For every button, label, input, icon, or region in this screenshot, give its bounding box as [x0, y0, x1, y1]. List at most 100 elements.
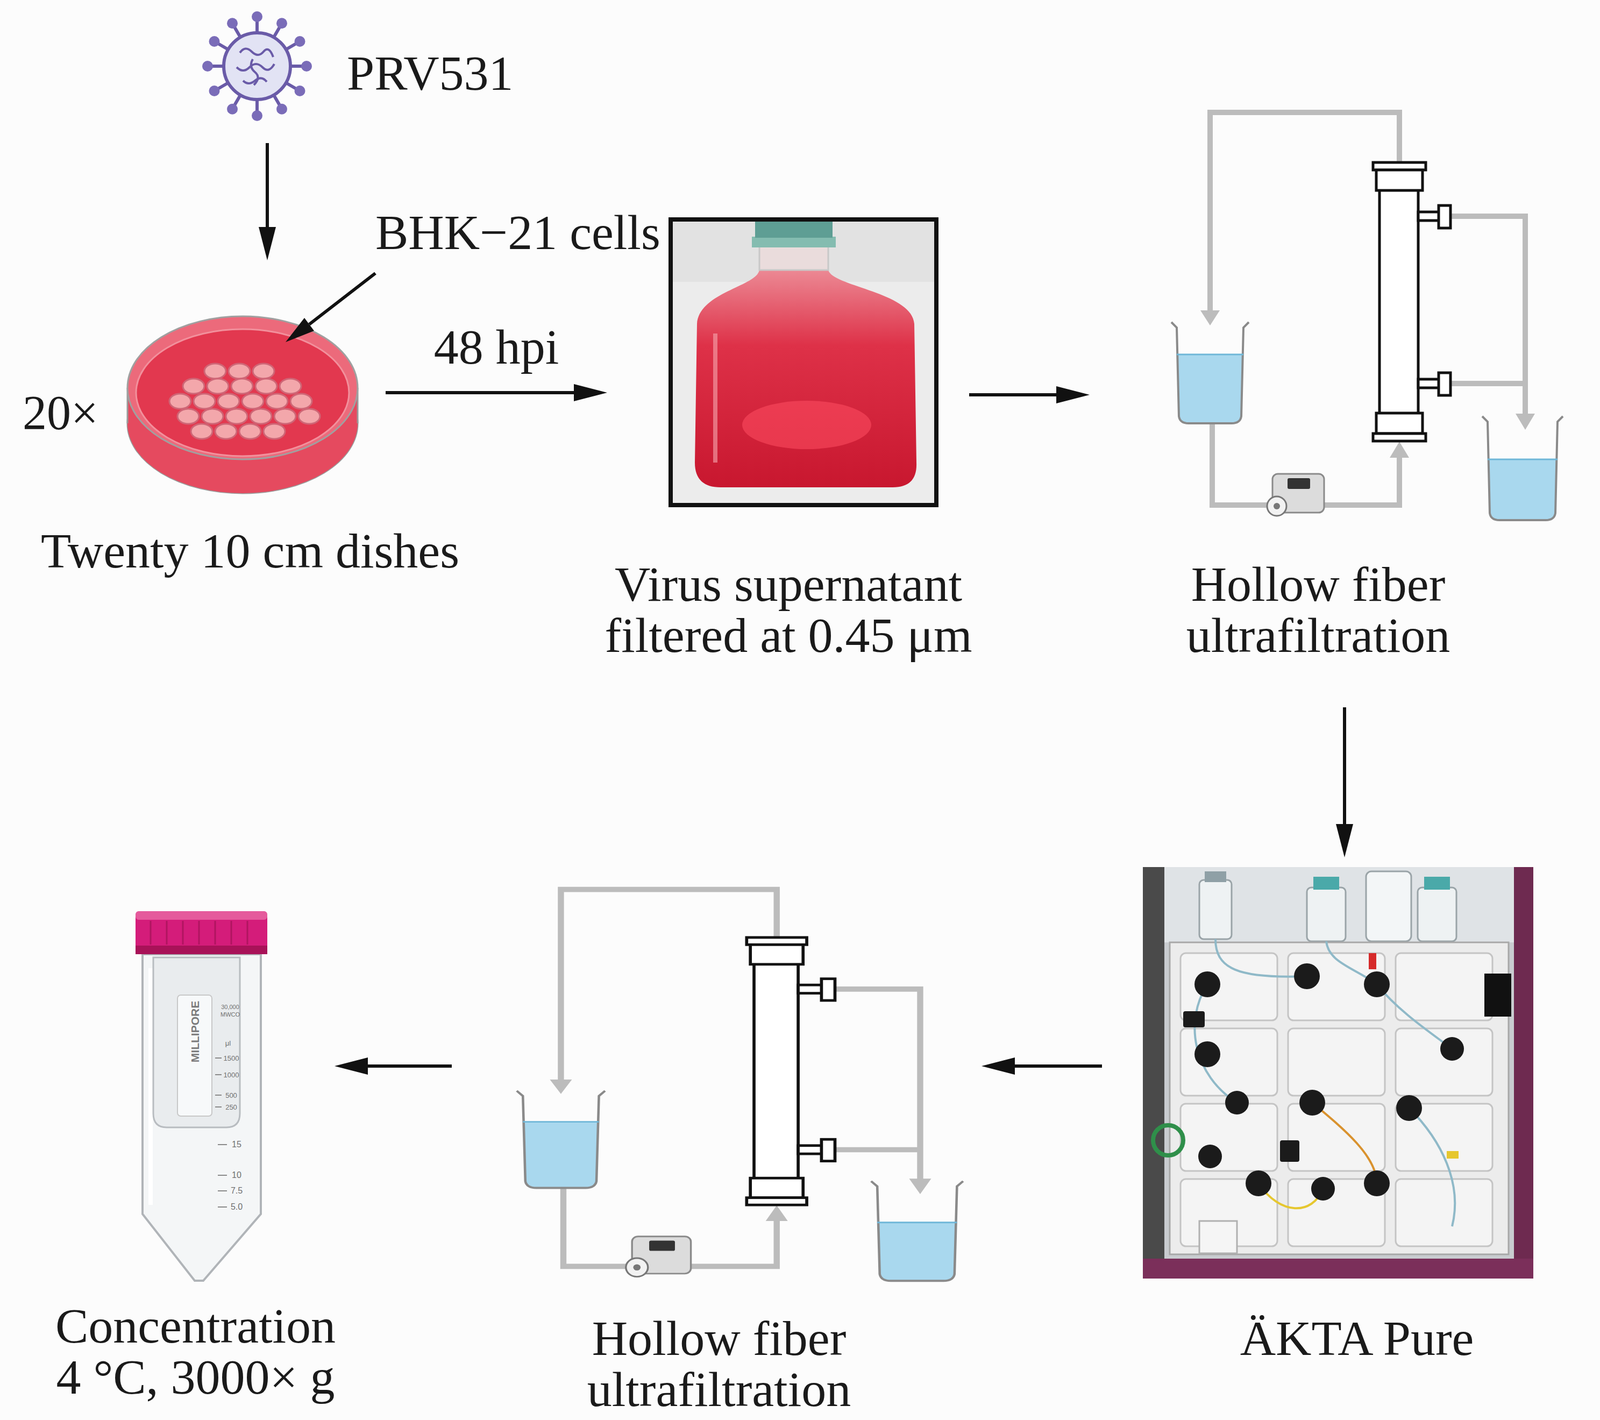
valve [1194, 971, 1221, 998]
leader-arrow [285, 273, 376, 343]
graduation-number: 7.5 [230, 1186, 243, 1196]
cell [298, 408, 320, 424]
buffer-bottle [1424, 876, 1450, 890]
cell [231, 378, 253, 394]
cell [204, 363, 226, 379]
caption-block: ÄKTA Pure [1168, 1312, 1546, 1364]
cap-ridge [246, 920, 249, 945]
tubing [1194, 984, 1237, 1103]
caption-block: Virus supernatant filtered at 0.45 μm [584, 558, 993, 661]
cell [250, 408, 272, 424]
concentrator-tube-art [135, 911, 268, 920]
virus-spike-head [202, 60, 213, 72]
virus-icon [223, 32, 291, 100]
valve [1363, 971, 1390, 998]
culture-dish-art [127, 316, 358, 494]
caption-block: Hollow fiber ultrafiltration [1113, 558, 1523, 661]
graduation-number: 5.0 [230, 1202, 243, 1212]
graduation-tick [215, 1057, 227, 1207]
cell [225, 408, 248, 424]
graduation-tick [217, 1143, 227, 1146]
process-arrow [981, 1057, 1102, 1075]
tubing [1409, 1107, 1455, 1227]
concentrator-tube-art [142, 954, 261, 1281]
step-caption: ÄKTA Pure [1168, 1312, 1546, 1364]
akta-pure-photo: ÄKTA Pure [1142, 866, 1534, 1279]
virus-spike-head [251, 11, 263, 23]
tube-coil [1153, 1125, 1184, 1156]
valve [1225, 1090, 1249, 1115]
arrow-shaft [1342, 707, 1347, 831]
brand-mark: MILLIPORE [189, 1000, 201, 1063]
module-slot [1395, 953, 1493, 1021]
ultrafiltration-setup: Hollow fiber ultrafiltration [1168, 107, 1561, 522]
bottle-photo [742, 400, 872, 450]
valve [1194, 1041, 1221, 1068]
virus-spike [209, 18, 305, 114]
module-slot [1395, 1028, 1493, 1096]
step-caption: Concentration 4 °C, 3000× g [48, 1300, 343, 1403]
valve [1311, 1176, 1335, 1201]
valve [1293, 963, 1320, 990]
valve [1440, 1036, 1464, 1061]
virus-genome [239, 48, 274, 58]
hollow-fiber-setup [516, 889, 964, 1282]
arrow-shaft [265, 143, 269, 234]
module-slot [1288, 1028, 1385, 1096]
arrow-shaft [385, 390, 581, 395]
buffer-bottle [1313, 876, 1340, 890]
graduation-tick [215, 1074, 222, 1076]
step-caption: Twenty 10 cm dishes [8, 525, 493, 577]
cell [242, 393, 264, 409]
arrow-shaft [361, 1064, 452, 1068]
cell [182, 378, 205, 394]
akta-photo [1142, 866, 1534, 943]
module-slot [1180, 1103, 1278, 1171]
process-arrow [258, 143, 276, 261]
virus-spike-head [294, 85, 306, 97]
bottle-photo [751, 236, 836, 248]
arrowhead [981, 1057, 1015, 1075]
cell [201, 408, 224, 424]
bottle-photo [694, 268, 917, 488]
arrowhead [1056, 386, 1090, 404]
bottle-photo [759, 246, 829, 270]
bottle-photo [668, 217, 939, 508]
arrowhead [1335, 823, 1354, 858]
arrowhead [573, 384, 608, 402]
graduation-number: 15 [231, 1140, 242, 1149]
cell [274, 408, 296, 424]
akta-photo [1142, 866, 1534, 1279]
virus-genome [236, 48, 275, 85]
step-caption: Hollow fiber ultrafiltration [1113, 558, 1523, 661]
bottle-photo [713, 333, 718, 463]
cell [263, 423, 286, 439]
concentrator-tube-art [135, 945, 268, 955]
culture-dish-art [136, 329, 350, 457]
step-caption: Virus supernatant filtered at 0.45 μm [584, 558, 993, 661]
buffer-bottle [1204, 871, 1227, 883]
cell [279, 378, 302, 394]
cap-ridge [182, 920, 184, 945]
valve [1245, 1170, 1272, 1197]
graduation-tick [215, 1106, 222, 1108]
process-arrow [969, 386, 1090, 404]
tubing [1376, 984, 1453, 1049]
cell [239, 423, 261, 439]
graduation-tick [215, 1094, 222, 1096]
arrowhead [258, 226, 276, 261]
cell [177, 408, 199, 424]
graduation-tick [217, 1174, 227, 1176]
valve [1183, 1011, 1205, 1028]
akta-photo [1169, 942, 1509, 1255]
cell [193, 393, 216, 409]
virus-spike-head [209, 36, 220, 47]
indicator [1368, 953, 1377, 970]
virus-genome [236, 64, 275, 71]
virus-spike-head [276, 17, 288, 29]
cap-ridge [214, 920, 217, 945]
concentrator-tube-art [148, 968, 153, 1205]
valve [1363, 1170, 1390, 1197]
graduation-number: 500 [225, 1091, 238, 1099]
virus-spike-head [226, 17, 238, 29]
